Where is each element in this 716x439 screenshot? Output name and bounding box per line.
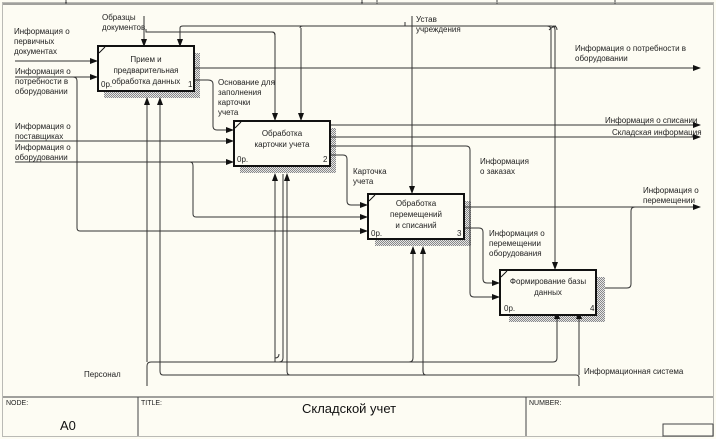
box-1-corner-mark [98,46,106,54]
box-4-corner-mark [500,270,508,278]
label-writeoff: Информация о списании [605,116,698,125]
footer-number-label: NUMBER: [529,400,562,407]
label-suppliers: Информация о поставщиках [15,122,71,141]
arrow-infosys-box3 [420,246,427,376]
box-1-number: 1 [188,80,193,89]
arrow-control-box1b [179,22,406,29]
label-personnel: Персонал [84,370,121,379]
label-card-basis: Основание для заполнения карточки учета [218,78,275,117]
label-primary-docs: Информация о первичных документах [14,27,70,56]
arrow-account-card [330,154,368,208]
box-4-cost: 0р. [504,304,516,313]
arrow-charter-top [183,25,558,270]
box-2-number: 2 [323,155,328,164]
box-2[interactable] [233,120,331,167]
box-4-title: Формирование базы данных [509,277,587,297]
arrow-control-box2b [300,25,303,120]
box-3-number: 3 [457,229,462,238]
box-1-title: Прием и предварительная обработка данных [111,55,181,86]
arrow-orders-info [330,145,500,300]
arrow-box4-output [605,206,636,289]
arrow-card-basis [195,79,234,133]
label-equipment-needs-in: Информация о потребности в оборудовании [15,67,71,96]
arrow-infosys-box2 [284,173,291,376]
box-3-cost: 0р. [371,229,383,238]
box-3[interactable] [367,193,465,240]
footer-title-label: TITLE: [141,400,163,407]
label-orders-info: Информация о заказах [480,157,529,176]
arrow-movement-equipment [464,227,500,286]
arrow-personnel-box2 [274,174,284,363]
arrow-equipment-branch [189,161,368,220]
box-2-corner-mark [234,121,242,129]
label-equipment: Информация о оборудовании [15,143,71,162]
label-charter: Устав учреждения [416,15,461,34]
arrow-control-box2a [271,31,278,121]
arrow-return [552,25,558,31]
box-3-title: Обработка перемещений и списаний [390,199,442,230]
label-account-card: Карточка учета [353,167,387,186]
box-4[interactable] [499,269,597,316]
box-1[interactable] [97,45,195,92]
footer-small-box [662,423,714,437]
footer-title-value: Складской учет [302,401,397,416]
arrow-doc-samples-branch [145,29,276,36]
box-3-corner-mark [368,194,376,202]
label-doc-samples: Образцы документов [102,13,146,32]
box-1-cost: 0р. [101,80,113,89]
label-info-system: Информационная система [584,367,684,376]
box-2-cost: 0р. [237,155,249,164]
box-2-title: Обработка карточки учета [254,129,310,149]
arrow-personnel-stem [146,361,152,386]
box-4-number: 4 [590,304,595,313]
arrow-infosys-stem [575,374,580,386]
arrow-top-loop [546,25,552,68]
arrow-personnel-box3 [408,246,416,363]
footer-node-value: A0 [60,418,76,433]
label-warehouse: Складская информация [612,128,702,137]
label-movement: Информация о перемещении [643,186,699,205]
label-movement-equipment: Информация о перемещении оборудования [489,229,545,258]
arrow-equipment-needs-branch [72,76,368,234]
arrow-personnel-bus [151,311,560,363]
arrow-infosys-bus [157,97,576,376]
label-equipment-needs-out: Информация о потребности в оборудовании [575,44,687,63]
footer-node-label: NODE: [6,400,29,407]
